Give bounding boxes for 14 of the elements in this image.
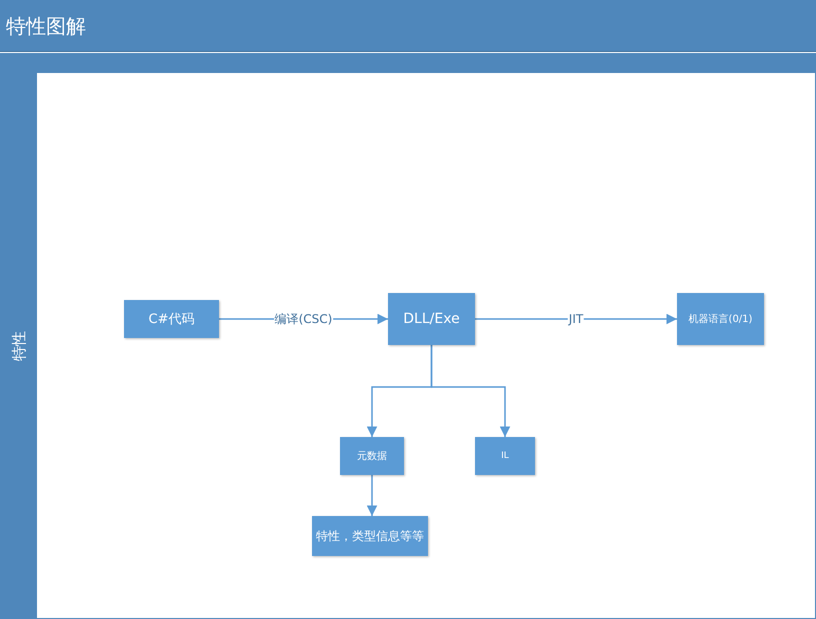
process-box: 元数据 — [340, 437, 404, 475]
edge-label: 编译(CSC) — [274, 311, 334, 327]
arrow — [366, 475, 378, 516]
title: 特性图解 — [6, 14, 86, 38]
swimlane — [0, 72, 816, 619]
process-box: DLL/Exe — [388, 293, 475, 345]
edge-label: JIT — [568, 311, 584, 327]
process-box: 机器语言(0/1) — [677, 293, 764, 345]
arrow — [475, 314, 677, 324]
lane-label: 特性 — [10, 330, 28, 360]
arrow — [430, 345, 510, 437]
process-box: 特性，类型信息等等 — [312, 516, 428, 556]
process-box: C#代码 — [124, 300, 219, 338]
process-box: IL — [475, 437, 535, 475]
